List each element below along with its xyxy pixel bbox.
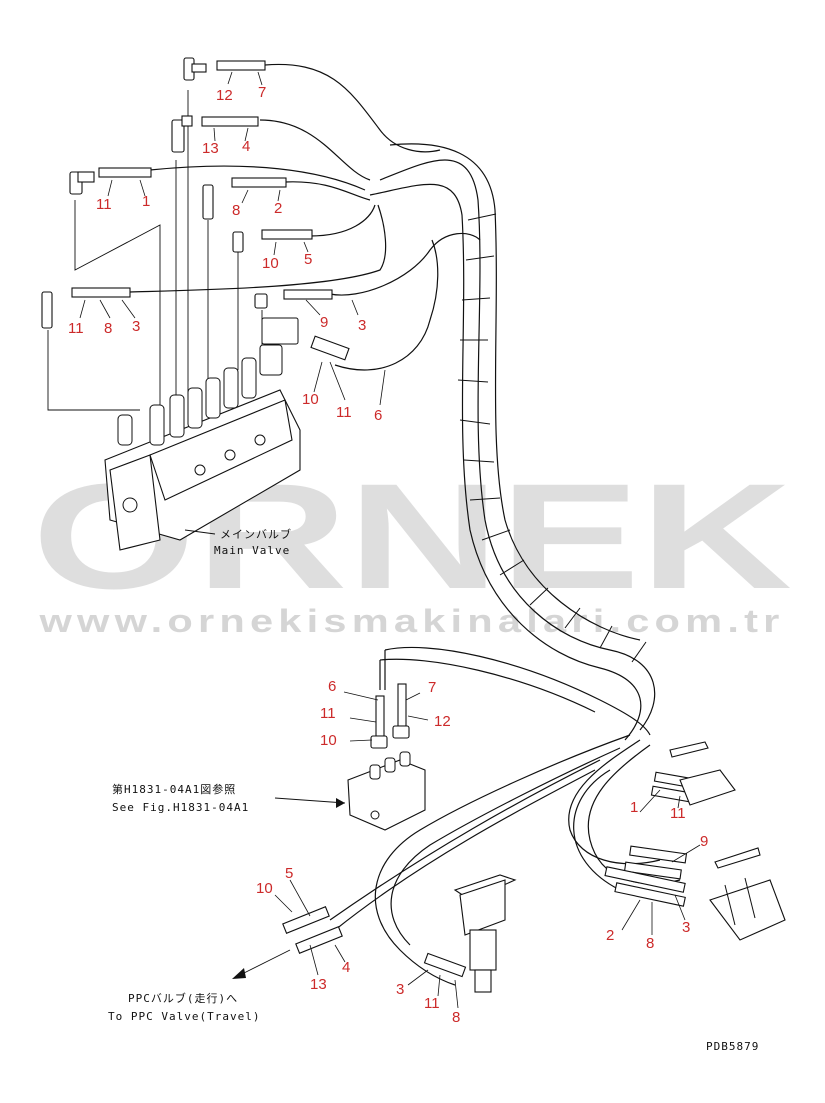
callout-8: 8 (646, 935, 654, 952)
callout-10: 10 (262, 255, 279, 272)
callout-10: 10 (320, 732, 337, 749)
callout-10: 10 (302, 391, 319, 408)
callout-12: 12 (216, 87, 233, 104)
callout-leaders (79, 71, 701, 1009)
callout-1: 1 (630, 799, 638, 816)
upper-fittings (41, 57, 350, 361)
ppc-valve-label: PPCバルブ(走行)へ To PPC Valve(Travel) (108, 991, 260, 1023)
callout-1: 1 (142, 193, 150, 210)
callout-8: 8 (232, 202, 240, 219)
callout-9: 9 (700, 833, 708, 850)
callout-4: 4 (242, 138, 250, 155)
callout-6: 6 (374, 407, 382, 424)
see-fig-label: 第H1831-04A1図参照 See Fig.H1831-04A1 (112, 782, 346, 814)
drawing-id: PDB5879 (706, 1040, 759, 1053)
main-valve-label-jp: メインバルブ (220, 527, 292, 541)
callout-5: 5 (304, 251, 312, 268)
callout-3: 3 (358, 317, 366, 334)
callout-6: 6 (328, 678, 336, 695)
callout-2: 2 (606, 927, 614, 944)
lower-right-hose-ends (604, 741, 786, 941)
callouts: 12 7 13 4 11 1 8 2 10 5 11 8 3 9 3 10 11… (68, 84, 708, 1026)
callout-3: 3 (396, 981, 404, 998)
lower-left-hose-ends (232, 906, 343, 979)
main-valve (104, 317, 301, 551)
callout-2: 2 (274, 200, 282, 217)
callout-10: 10 (256, 880, 273, 897)
callout-11: 11 (320, 705, 336, 722)
callout-13: 13 (202, 140, 219, 157)
see-fig-label-jp: 第H1831-04A1図参照 (112, 782, 236, 796)
callout-3: 3 (682, 919, 690, 936)
ppc-valve-label-en: To PPC Valve(Travel) (108, 1010, 260, 1023)
watermark-url: www.ornekismakinalari.com.tr (38, 603, 784, 639)
callout-9: 9 (320, 314, 328, 331)
pedal-valve (423, 874, 517, 993)
callout-7: 7 (258, 84, 266, 101)
callout-7: 7 (428, 679, 436, 696)
ppc-sub-valve (347, 683, 426, 831)
callout-8: 8 (104, 320, 112, 337)
main-valve-label-en: Main Valve (214, 544, 290, 557)
callout-3: 3 (132, 318, 140, 335)
callout-11: 11 (336, 404, 352, 421)
callout-11: 11 (424, 995, 440, 1012)
callout-11: 11 (670, 805, 686, 822)
callout-11: 11 (96, 196, 112, 213)
callout-8: 8 (452, 1009, 460, 1026)
callout-11: 11 (68, 320, 84, 337)
ppc-valve-label-jp: PPCバルブ(走行)へ (128, 991, 238, 1005)
callout-4: 4 (342, 959, 350, 976)
see-fig-label-en: See Fig.H1831-04A1 (112, 801, 249, 814)
main-valve-label: メインバルブ Main Valve (184, 527, 292, 557)
callout-5: 5 (285, 865, 293, 882)
callout-12: 12 (434, 713, 451, 730)
callout-13: 13 (310, 976, 327, 993)
